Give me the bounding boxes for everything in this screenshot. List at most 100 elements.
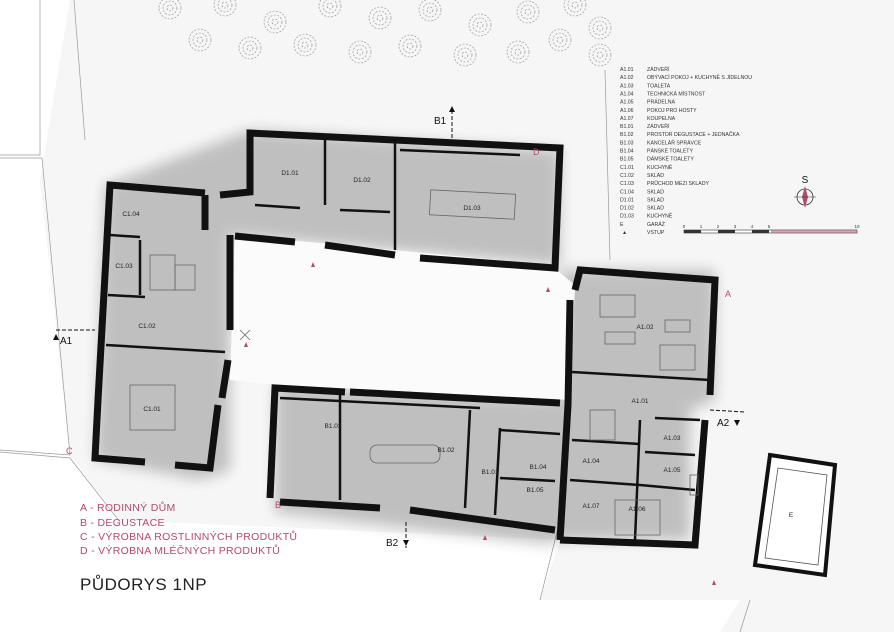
tree-ring bbox=[596, 24, 604, 32]
tree-ring bbox=[368, 6, 392, 30]
tree-ring bbox=[356, 48, 364, 56]
tree-ring bbox=[592, 47, 608, 63]
tree-ring bbox=[267, 14, 283, 30]
room-c104: C1.04 bbox=[122, 211, 140, 218]
tree-ring bbox=[510, 44, 526, 60]
legend-name: ZÁDVEŘÍ bbox=[647, 65, 670, 73]
tree-ring bbox=[263, 10, 287, 34]
tree-ring bbox=[520, 4, 536, 20]
tree-ring bbox=[318, 0, 342, 18]
room-c102: C1.02 bbox=[138, 323, 156, 330]
legend-name: PROSTOR DEGUSTACE + JEDNAČKA bbox=[647, 131, 740, 138]
legend-code: C1.01 bbox=[620, 165, 634, 171]
tree-ring bbox=[552, 32, 568, 48]
legend-code: D1.02 bbox=[620, 206, 634, 212]
room-c103: C1.03 bbox=[115, 263, 133, 270]
legend-name: GARÁŽ bbox=[647, 220, 665, 228]
building-key-c: C - VÝROBNA ROSTLINNÝCH PRODUKTŮ bbox=[80, 530, 297, 543]
building-letter-a: A bbox=[725, 289, 731, 299]
section-markers: B1 A1 A2 B2 bbox=[53, 106, 746, 549]
legend-code: B1.05 bbox=[620, 157, 634, 163]
building-letter-d: D bbox=[533, 147, 540, 157]
courtyard bbox=[230, 235, 575, 400]
tree-ring bbox=[238, 36, 262, 60]
tree-ring bbox=[352, 44, 368, 60]
tree-ring bbox=[326, 2, 334, 10]
tree-ring bbox=[398, 34, 422, 58]
legend-code: E bbox=[620, 222, 624, 228]
tree-ring bbox=[588, 43, 612, 67]
legend-code: C1.03 bbox=[620, 181, 634, 187]
tree-ring bbox=[166, 4, 174, 12]
legend-name: SKLAD bbox=[647, 173, 664, 179]
tree-ring bbox=[588, 16, 612, 40]
tree-ring bbox=[524, 8, 532, 16]
tree-ring bbox=[406, 42, 414, 50]
section-b1: B1 bbox=[434, 116, 447, 127]
north-arrow: S bbox=[794, 175, 816, 208]
tree-ring bbox=[196, 36, 204, 44]
legend-code: A1.01 bbox=[620, 67, 634, 73]
tree-ring bbox=[188, 28, 212, 52]
legend-code: C1.04 bbox=[620, 189, 634, 195]
scale-tick-4: 4 bbox=[751, 224, 754, 229]
room-b103: B1.03 bbox=[325, 423, 342, 430]
tree-ring bbox=[422, 2, 438, 18]
section-b2: B2 bbox=[386, 538, 399, 549]
building-key-d: D - VÝROBNA MLÉČNÝCH PRODUKTŮ bbox=[80, 544, 280, 557]
legend-name: DÁMSKÉ TOALETY bbox=[647, 156, 694, 163]
legend-code: B1.01 bbox=[620, 124, 634, 130]
legend-code: A1.05 bbox=[620, 100, 634, 106]
room-b104: B1.04 bbox=[530, 464, 547, 471]
tree-ring bbox=[297, 37, 313, 53]
scale-tick-3: 3 bbox=[734, 224, 737, 229]
legend-code: A1.07 bbox=[620, 116, 634, 122]
legend-name: SKLAD bbox=[647, 189, 664, 195]
tree-ring bbox=[242, 40, 258, 56]
tree-ring bbox=[476, 21, 484, 29]
legend-name: VSTUP bbox=[647, 230, 665, 236]
partitions bbox=[105, 137, 711, 541]
scale-tick-1: 1 bbox=[700, 224, 703, 229]
legend-name: ZÁDVEŘÍ bbox=[647, 122, 670, 130]
room-a106: A1.06 bbox=[629, 506, 646, 513]
tree-ring bbox=[372, 10, 388, 26]
legend-code: D1.03 bbox=[620, 214, 634, 220]
tree-ring bbox=[301, 41, 309, 49]
tree-ring bbox=[556, 36, 564, 44]
building-letters: D A C B bbox=[66, 147, 731, 510]
tree-ring bbox=[158, 0, 182, 20]
tree-ring bbox=[506, 40, 530, 64]
tree-ring bbox=[213, 0, 237, 17]
legend-name: OBÝVACÍ POKOJ + KUCHYNĚ S JÍDELNOU bbox=[647, 73, 752, 81]
tree-ring bbox=[457, 47, 473, 63]
room-a104: A1.04 bbox=[583, 458, 600, 465]
building-shadows bbox=[95, 130, 715, 545]
scale-tick-10: 10 bbox=[854, 224, 860, 229]
tree-ring bbox=[348, 40, 372, 64]
legend-code: A1.02 bbox=[620, 75, 634, 81]
walls bbox=[91, 129, 719, 549]
tree-ring bbox=[418, 0, 442, 22]
legend-code: A1.03 bbox=[620, 83, 634, 89]
tree-ring bbox=[571, 1, 579, 9]
room-d102: D1.02 bbox=[353, 177, 371, 184]
room-b101: B1.01 bbox=[482, 469, 499, 476]
tree-ring bbox=[293, 33, 317, 57]
tree-ring bbox=[516, 0, 540, 24]
tree-ring bbox=[426, 6, 434, 14]
legend-name: SKLAD bbox=[647, 197, 664, 203]
tree-ring bbox=[514, 48, 522, 56]
north-label: S bbox=[802, 175, 809, 186]
tree-ring bbox=[322, 0, 338, 14]
room-a103: A1.03 bbox=[664, 435, 681, 442]
tree-ring bbox=[468, 13, 492, 37]
building-key-a: A - RODINNÝ DŮM bbox=[80, 501, 176, 514]
legend-name: PRŮCHOD MEZI SKLADY bbox=[647, 180, 710, 187]
legend-name: KANCELÁŘ SPRÁVCE bbox=[647, 138, 702, 146]
scale-tick-0: 0 bbox=[683, 224, 686, 229]
tree-ring bbox=[592, 20, 608, 36]
tree-ring bbox=[402, 38, 418, 54]
